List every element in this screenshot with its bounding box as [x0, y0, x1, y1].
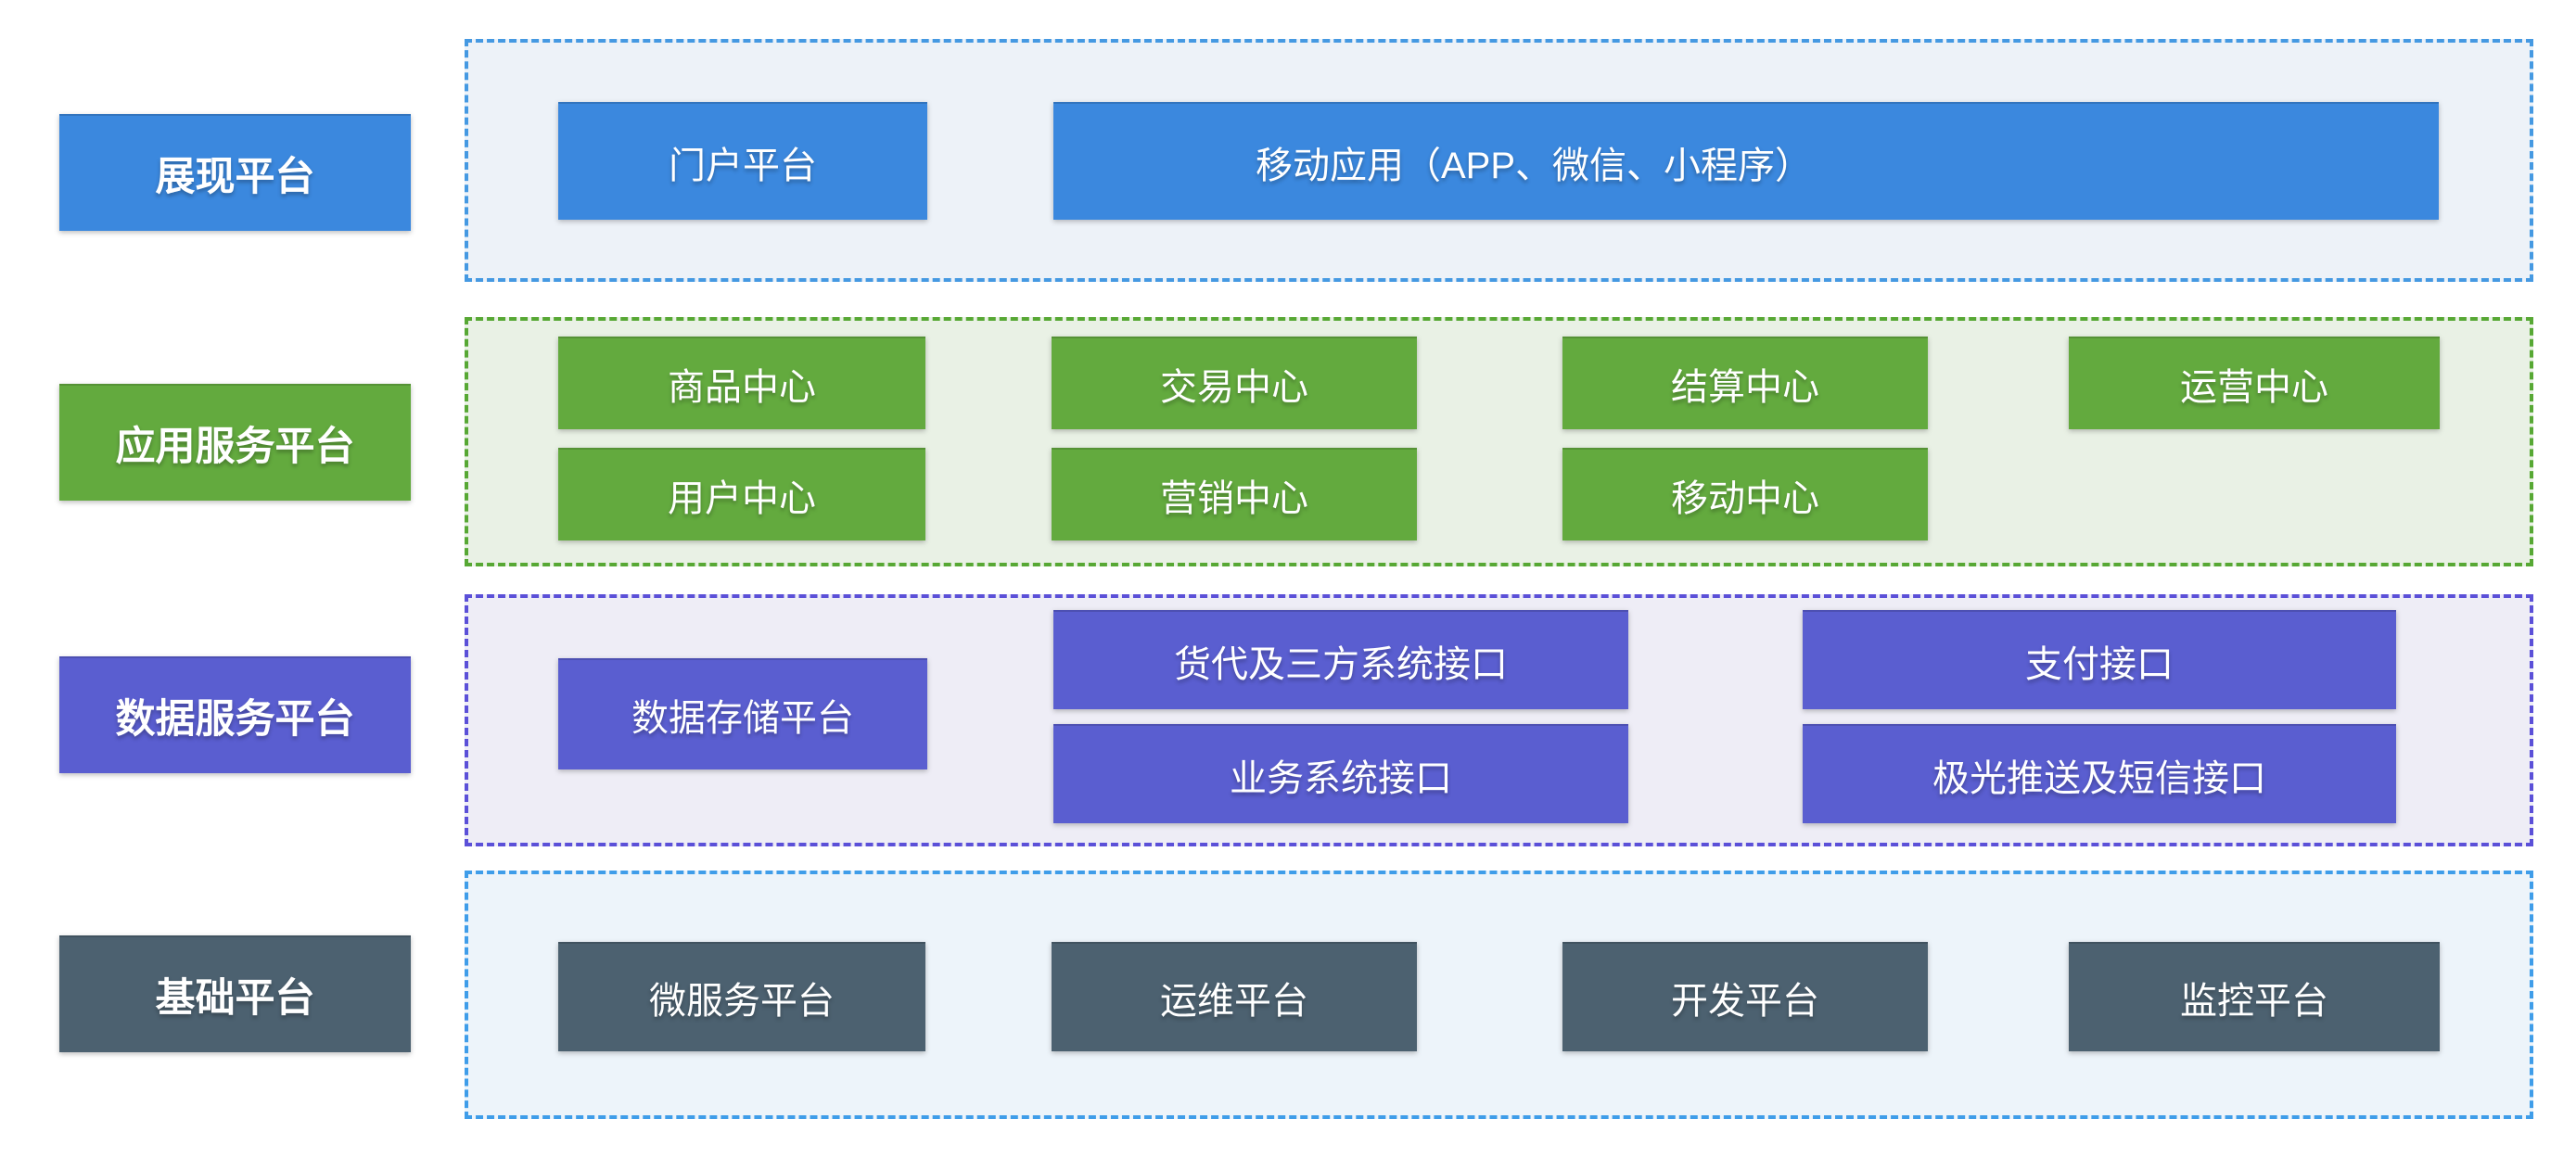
box-payment-interface: 支付接口 — [1803, 610, 2396, 709]
box-settlement-center: 结算中心 — [1562, 337, 1928, 429]
box-data-storage-platform: 数据存储平台 — [558, 658, 927, 769]
box-monitor-platform: 监控平台 — [2069, 942, 2440, 1051]
layer-label-base: 基础平台 — [59, 935, 411, 1052]
layer-label-application: 应用服务平台 — [59, 384, 411, 501]
box-portal-platform: 门户平台 — [558, 102, 927, 220]
box-marketing-center: 营销中心 — [1052, 448, 1417, 540]
box-ops-platform: 运维平台 — [1052, 942, 1417, 1051]
box-microservice-platform: 微服务平台 — [558, 942, 925, 1051]
box-business-system-interface: 业务系统接口 — [1053, 724, 1628, 823]
box-product-center: 商品中心 — [558, 337, 925, 429]
box-mobile-apps: 移动应用（APP、微信、小程序） — [1053, 102, 2439, 220]
box-dev-platform: 开发平台 — [1562, 942, 1928, 1051]
layer-label-presentation: 展现平台 — [59, 114, 411, 231]
box-jpush-sms-interface: 极光推送及短信接口 — [1803, 724, 2396, 823]
box-trade-center: 交易中心 — [1052, 337, 1417, 429]
box-forwarder-third-party-interface: 货代及三方系统接口 — [1053, 610, 1628, 709]
box-mobile-center: 移动中心 — [1562, 448, 1928, 540]
layer-label-data-service: 数据服务平台 — [59, 656, 411, 773]
box-operation-center: 运营中心 — [2069, 337, 2440, 429]
box-user-center: 用户中心 — [558, 448, 925, 540]
